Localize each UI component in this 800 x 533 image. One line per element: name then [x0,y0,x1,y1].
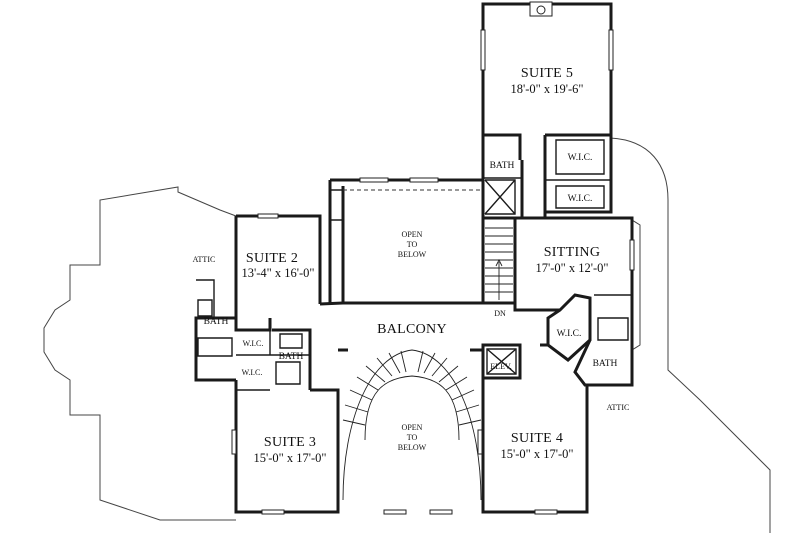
suite2-dims: 13'-4" x 16'-0" [241,266,314,280]
wic-suite4: W.I.C. [557,329,582,339]
elev-label: ELEV. [490,362,511,371]
attic-left: ATTIC [193,255,216,264]
sitting-dims: 17'-0" x 12'-0" [535,261,608,275]
suite4-name: SUITE 4 [511,431,563,446]
roof-outline-right [609,137,771,533]
open-lower-line1: OPEN [402,423,423,432]
balcony-name: BALCONY [377,322,447,337]
bath-suite5: BATH [490,161,515,171]
room-labels: SUITE 5 18'-0" x 19'-6" SUITE 2 13'-4" x… [193,66,630,465]
open-lower-line3: BELOW [398,443,427,452]
suite5-name: SUITE 5 [521,66,573,81]
walls [194,2,634,514]
curved-staircase [342,349,482,501]
windows [231,1,635,515]
open-upper-line1: OPEN [402,230,423,239]
open-lower-line2: TO [407,433,418,442]
attic-right: ATTIC [607,403,630,412]
suite2-name: SUITE 2 [246,251,298,266]
roof-outline-left [43,186,237,521]
suite3-dims: 15'-0" x 17'-0" [253,451,326,465]
suite5-dims: 18'-0" x 19'-6" [510,82,583,96]
suite4-dims: 15'-0" x 17'-0" [500,447,573,461]
open-upper-line2: TO [407,240,418,249]
bath-suite3: BATH [279,352,304,362]
wic-suite3: W.I.C. [242,368,263,377]
wic-suite2: W.I.C. [243,339,264,348]
suite3-name: SUITE 3 [264,435,316,450]
dn-label: DN [494,309,506,318]
wic-suite5-bottom: W.I.C. [568,194,593,204]
bath-suite4: BATH [593,359,618,369]
straight-stair [485,227,513,300]
open-upper-line3: BELOW [398,250,427,259]
bath-suite2: BATH [204,317,229,327]
sitting-name: SITTING [544,245,601,260]
wic-suite5-top: W.I.C. [568,153,593,163]
